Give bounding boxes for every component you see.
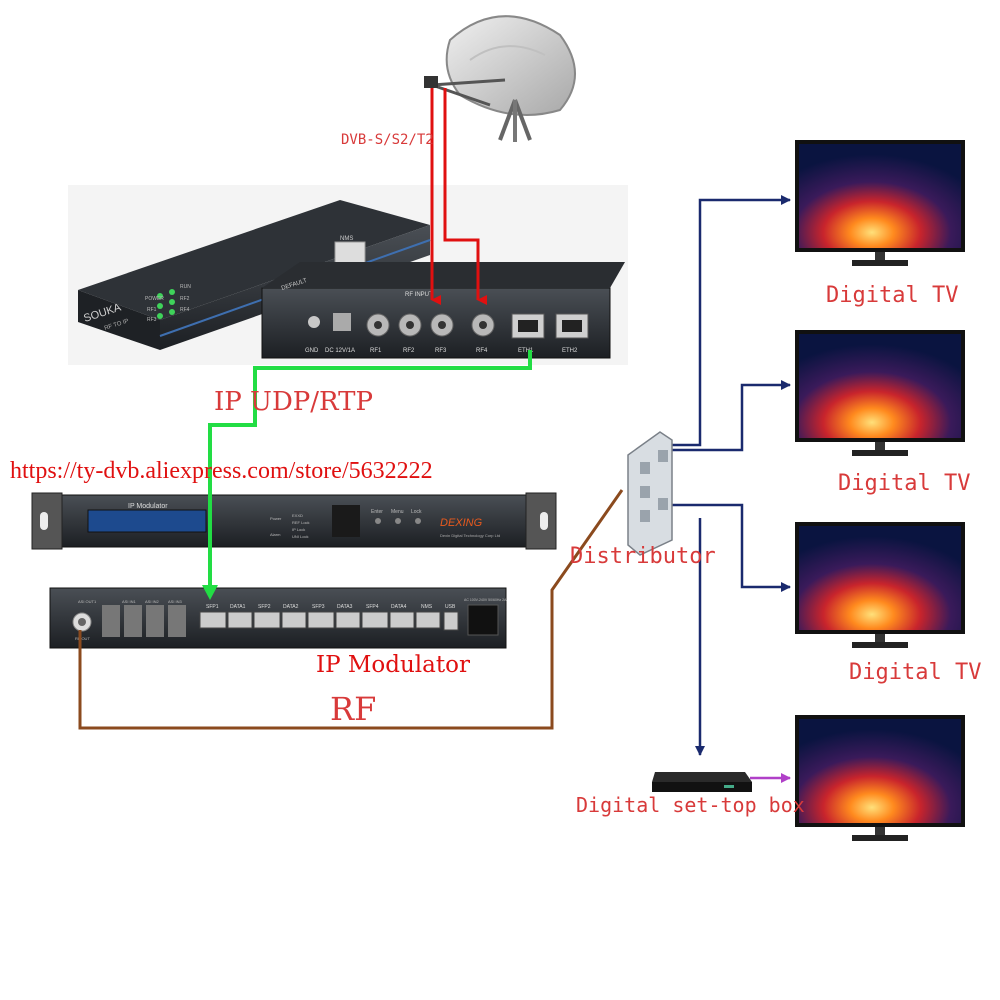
asi-in3-label: ASI IN3 — [168, 599, 183, 604]
port-label-eth1: ETH1 — [518, 348, 534, 354]
digital-tv-label-3: Digital TV — [849, 660, 981, 685]
indicator-alarm: Alarm — [270, 532, 281, 537]
port-label-rf2: RF2 — [403, 348, 415, 354]
digital-tv-label-2: Digital TV — [838, 471, 970, 496]
distributor-label: Distributor — [570, 544, 716, 569]
receiver-rear-connectors — [308, 313, 589, 339]
ip-modulator-front-panel — [31, 492, 557, 550]
rear-port-sfp4: SFP4 — [366, 604, 379, 610]
indicator-exxd: EXXD — [292, 513, 303, 518]
port-label-dc: DC 12V/1A — [325, 348, 355, 354]
digital-tv-1 — [795, 140, 965, 266]
port-label-gnd: GND — [305, 348, 319, 354]
button-label-menu: Menu — [391, 509, 404, 515]
ip-modulator-label: IP Modulator — [316, 652, 470, 678]
asi-in2-label: ASI IN2 — [145, 599, 160, 604]
set-top-box-icon — [652, 772, 752, 792]
indicator-uni-lock: UNI Lock — [292, 534, 308, 539]
digital-tv-3 — [795, 522, 965, 648]
store-url-label: https://ty-dvb.aliexpress.com/store/5632… — [10, 458, 433, 484]
rear-port-usb: USB — [445, 604, 456, 610]
led-label-rf3: RF3 — [147, 317, 157, 323]
ip-udp-rtp-label: IP UDP/RTP — [214, 387, 373, 417]
modulator-brand: DEXING — [440, 517, 483, 529]
button-label-enter: Enter — [371, 509, 383, 515]
satellite-dish-icon — [424, 15, 576, 142]
button-label-lock: Lock — [411, 509, 422, 515]
port-label-eth2: ETH2 — [562, 348, 578, 354]
ip-udp-rtp-line — [208, 350, 532, 590]
receiver-led-panel — [157, 289, 175, 319]
rear-port-sfp2: SFP2 — [258, 604, 271, 610]
modulator-front-title: IP Modulator — [128, 503, 168, 510]
rear-port-sfp1: SFP1 — [206, 604, 219, 610]
asi-in1-label: ASI IN1 — [122, 599, 137, 604]
port-label-rf4: RF4 — [476, 348, 488, 354]
indicator-ip-lock: IP Lock — [292, 527, 305, 532]
rf-out-label: RF OUT — [75, 636, 90, 641]
rear-port-data3: DATA3 — [337, 604, 353, 610]
port-label-rf3: RF3 — [435, 348, 447, 354]
rear-port-nms: NMS — [421, 604, 433, 610]
receiver-nms-label: NMS — [340, 236, 353, 242]
ip-modulator-rear-panel — [49, 587, 507, 649]
distributor-device — [627, 431, 673, 556]
set-top-box-label: Digital set-top box — [576, 793, 805, 817]
power-spec-label: AC 100V-240V 50/60Hz 2A — [464, 598, 507, 602]
ip-line-arrow — [202, 585, 218, 600]
rf-label: RF — [330, 690, 376, 728]
rf-line — [78, 489, 624, 730]
modulator-company: Dexin Digital Technology Corp Ltd — [440, 533, 500, 538]
rear-port-data1: DATA1 — [230, 604, 246, 610]
port-label-rf1: RF1 — [370, 348, 382, 354]
led-label-power: POWER — [145, 296, 164, 302]
dvb-signal-lines — [430, 88, 487, 305]
led-label-run: RUN — [180, 284, 191, 290]
rear-port-sfp3: SFP3 — [312, 604, 325, 610]
indicator-power: Power — [270, 516, 282, 521]
rf-input-header: RF INPUT — [405, 292, 433, 298]
led-label-rf1: RF1 — [147, 307, 157, 313]
asi-out1-label: ASI OUT1 — [78, 599, 97, 604]
rear-port-data2: DATA2 — [283, 604, 299, 610]
distributor-output-lines — [670, 195, 791, 783]
led-label-rf2: RF2 — [180, 296, 190, 302]
dvb-signal-label: DVB-S/S2/T2 — [341, 132, 434, 148]
rear-port-data4: DATA4 — [391, 604, 407, 610]
indicator-ref-lock: REF Lock — [292, 520, 310, 525]
digital-tv-label-1: Digital TV — [826, 283, 958, 308]
digital-tv-2 — [795, 330, 965, 456]
digital-tv-4 — [795, 715, 965, 841]
led-label-rf4: RF4 — [180, 307, 190, 313]
